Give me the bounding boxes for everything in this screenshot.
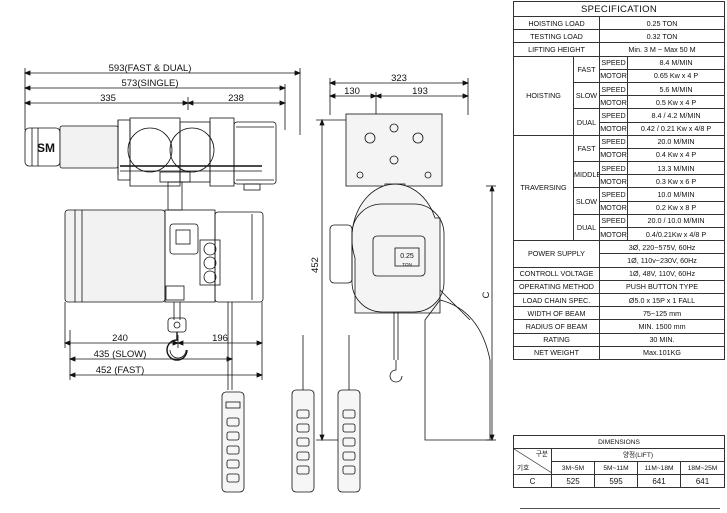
- spec-mode-label: SLOW: [573, 81, 600, 110]
- dim-bottom-right: 196: [212, 333, 228, 344]
- spec-value: 0.42 / 0.21 Kw x 4/8 P: [626, 121, 726, 136]
- spec-value: Ø5.0 x 15P x 1 FALL: [598, 292, 726, 308]
- spec-group-label: TRAVERSING: [513, 134, 574, 242]
- corner-top-label: 구분: [535, 451, 548, 458]
- spec-sub-label: MOTOR: [599, 68, 628, 83]
- spec-label: CONTROLL VOLTAGE: [513, 266, 600, 281]
- spec-value: 1Ø, 110v~230V, 60Hz: [598, 253, 726, 268]
- spec-value: 30 MIN.: [598, 332, 726, 347]
- spec-label: NET WEIGHT: [513, 345, 600, 360]
- spec-value: 0.3 Kw x 6 P: [626, 174, 726, 189]
- spec-sub-label: SPEED: [599, 55, 628, 70]
- dim-fast-dual: 593(FAST & DUAL): [109, 63, 192, 74]
- dimensions-title: DIMENSIONS: [512, 435, 726, 449]
- spec-sub-label: SPEED: [599, 213, 628, 229]
- corner-bottom-label: 기호: [517, 465, 530, 472]
- spec-mode-label: MIDDLE: [573, 161, 600, 189]
- spec-value: 0.4/0.21Kw x 4/8 P: [626, 226, 726, 242]
- dim-height: 452: [310, 257, 321, 273]
- spec-mode-label: DUAL: [573, 108, 600, 136]
- dim-side-left: 130: [344, 86, 360, 97]
- spec-value: 0.32 TON: [598, 29, 726, 44]
- dimensions-table: DIMENSIONS 구분 기호 양정(LIFT) 3M~5M 5M~11M 1…: [512, 435, 726, 488]
- dim-single: 573(SINGLE): [121, 78, 178, 89]
- dimension-value: 641: [679, 474, 726, 488]
- spec-value: PUSH BUTTON TYPE: [598, 279, 726, 294]
- specification-table: SPECIFICATION HOISTING LOAD 0.25 TON TES…: [512, 1, 726, 360]
- lift-column-header: 18M~25M: [679, 461, 726, 475]
- spec-value: Min. 3 M ~ Max 50 M: [598, 42, 726, 57]
- dim-side-width: 323: [391, 73, 407, 84]
- dimensions-corner-cell: 구분 기호: [513, 448, 552, 475]
- spec-label: LOAD CHAIN SPEC.: [513, 292, 600, 308]
- spec-sub-label: MOTOR: [599, 95, 628, 110]
- spec-sub-label: MOTOR: [599, 121, 628, 136]
- spec-value: 10.0 M/MIN: [626, 187, 726, 202]
- spec-sub-label: MOTOR: [599, 174, 628, 189]
- spec-sub-label: MOTOR: [599, 147, 628, 163]
- spec-value: 5.6 M/MIN: [626, 81, 726, 97]
- spec-value: 8.4 / 4.2 M/MIN: [626, 108, 726, 123]
- spec-value: Max.101KG: [598, 345, 726, 360]
- nameplate-unit: TON: [402, 262, 411, 267]
- logo-text: SM: [37, 141, 55, 155]
- spec-value: 0.5 Kw x 4 P: [626, 95, 726, 110]
- dim-left-segment: 335: [100, 93, 116, 104]
- spec-sub-label: SPEED: [599, 81, 628, 97]
- spec-label: RATING: [513, 332, 600, 347]
- spec-sub-label: SPEED: [599, 161, 628, 176]
- spec-value: 1Ø, 48V, 110V, 60Hz: [598, 266, 726, 281]
- spec-label: WIDTH OF BEAM: [513, 306, 600, 321]
- spec-value: 3Ø, 220~575V, 60Hz: [598, 240, 726, 255]
- nameplate-capacity: 0.25: [400, 253, 414, 260]
- dimension-value: 525: [551, 474, 595, 488]
- spec-sub-label: MOTOR: [599, 200, 628, 215]
- spec-value: 0.65 Kw x 4 P: [626, 68, 726, 83]
- dim-c: C: [481, 291, 492, 298]
- spec-label: LIFTING HEIGHT: [513, 42, 600, 57]
- spec-value: MIN. 1500 mm: [598, 319, 726, 334]
- spec-value: 0.2 Kw x 8 P: [626, 200, 726, 215]
- spec-mode-label: DUAL: [573, 213, 600, 242]
- spec-label: OPERATING METHOD: [513, 279, 600, 294]
- spec-value: 0.25 TON: [598, 15, 726, 31]
- spec-value: 0.4 Kw x 4 P: [626, 147, 726, 163]
- dim-right-segment: 238: [228, 93, 244, 104]
- spec-label: HOISTING LOAD: [513, 15, 600, 31]
- spec-label: TESTING LOAD: [513, 29, 600, 44]
- dim-bottom-left: 240: [112, 333, 128, 344]
- spec-value: 13.3 M/MIN: [626, 161, 726, 176]
- lift-header: 양정(LIFT): [550, 448, 726, 462]
- spec-sub-label: SPEED: [599, 108, 628, 123]
- spec-value: 20.0 M/MIN: [626, 134, 726, 149]
- technical-drawing: 593(FAST & DUAL) 573(SINGLE) 335 238 240…: [23, 63, 496, 493]
- spec-group-label: HOISTING: [513, 55, 574, 136]
- dimension-value: 641: [637, 474, 681, 488]
- lift-column-header: 5M~11M: [594, 461, 638, 475]
- spec-value: 8.4 M/MIN: [626, 55, 726, 70]
- row-symbol: C: [513, 474, 552, 488]
- dim-slow: 435 (SLOW): [94, 349, 147, 360]
- dim-side-right: 193: [412, 86, 428, 97]
- divider-line: [520, 508, 720, 509]
- spec-label: POWER SUPPLY: [513, 240, 600, 268]
- lift-column-header: 3M~5M: [551, 461, 595, 475]
- spec-mode-label: FAST: [573, 134, 600, 163]
- spec-sub-label: SPEED: [599, 187, 628, 202]
- dim-fast: 452 (FAST): [96, 365, 145, 376]
- dimension-value: 595: [594, 474, 638, 488]
- spec-sub-label: SPEED: [599, 134, 628, 149]
- spec-value: 75~125 mm: [598, 306, 726, 321]
- spec-sub-label: MOTOR: [599, 226, 628, 242]
- spec-title: SPECIFICATION: [512, 1, 726, 17]
- lift-column-header: 11M~18M: [637, 461, 681, 475]
- spec-value: 20.0 / 10.0 M/MIN: [626, 213, 726, 229]
- spec-mode-label: SLOW: [573, 187, 600, 215]
- spec-label: RADIUS OF BEAM: [513, 319, 600, 334]
- spec-mode-label: FAST: [573, 55, 600, 83]
